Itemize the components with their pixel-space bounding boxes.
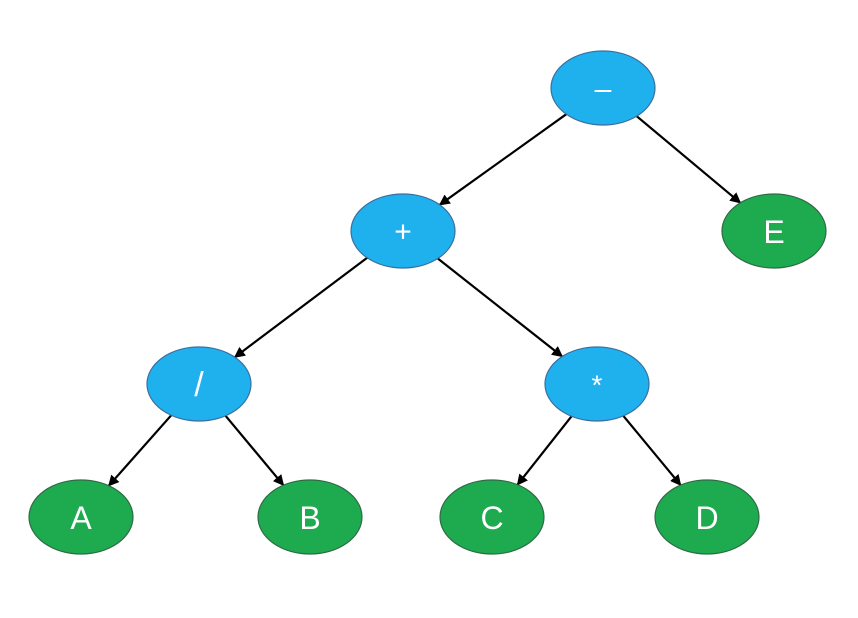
node-label-d: D [695,500,718,536]
edges-layer [107,113,742,487]
operator-node-shape [350,193,456,269]
operand-node-shape [439,479,545,555]
tree-node-d: D [654,479,760,555]
tree-node-a: A [28,479,134,555]
tree-node-multiply: * [544,346,650,422]
operator-node-shape [146,346,252,422]
node-label-plus: + [394,216,412,249]
tree-node-b: B [257,479,363,555]
node-label-c: C [480,500,503,536]
edge-divide-to-a [107,414,173,487]
nodes-layer: – + E / * A B C D [28,50,827,555]
tree-node-c: C [439,479,545,555]
tree-node-divide: / [146,346,252,422]
tree-node-plus: + [350,193,456,269]
edge-minus-to-e [635,115,742,204]
operand-node-shape [28,479,134,555]
node-label-divide: / [194,366,204,404]
tree-node-minus: – [550,50,656,126]
node-label-multiply: * [592,370,603,401]
operand-node-shape [654,479,760,555]
tree-node-e: E [721,193,827,269]
edge-minus-to-plus [438,113,567,206]
node-label-a: A [70,500,92,536]
edge-multiply-to-d [622,415,682,486]
operand-node-shape [257,479,363,555]
operand-node-shape [721,193,827,269]
edge-plus-to-divide [233,256,368,359]
edge-multiply-to-c [516,415,573,486]
edge-plus-to-multiply [437,257,564,358]
node-label-e: E [763,214,784,250]
node-label-minus: – [595,73,612,106]
operator-node-shape [544,346,650,422]
operator-node-shape [550,50,656,126]
node-label-b: B [299,500,320,536]
edge-divide-to-b [224,415,285,487]
